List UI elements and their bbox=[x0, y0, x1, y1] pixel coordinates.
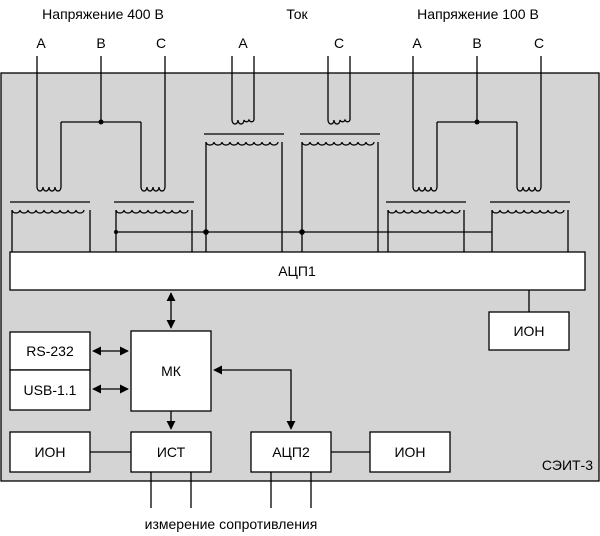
adc2-label: АЦП2 bbox=[272, 444, 310, 460]
ion-mid-label: ИОН bbox=[394, 444, 425, 460]
current-label: Ток bbox=[286, 6, 308, 22]
phase-label-b3: B bbox=[472, 35, 481, 51]
device-name: СЭИТ-3 bbox=[542, 457, 593, 473]
mk-block bbox=[130, 330, 212, 412]
ion-right-label: ИОН bbox=[513, 323, 544, 339]
ist-block bbox=[130, 431, 212, 473]
ion-mid-block bbox=[369, 431, 451, 473]
phase-label-b1: B bbox=[96, 35, 105, 51]
adc1-block bbox=[9, 251, 586, 291]
phase-label-a2: A bbox=[238, 35, 248, 51]
phase-label-a3: A bbox=[412, 35, 422, 51]
rs232-block bbox=[9, 331, 91, 371]
mk-label: МК bbox=[161, 363, 182, 379]
rs232-label: RS-232 bbox=[26, 343, 74, 359]
adc2-block bbox=[250, 431, 332, 473]
connections bbox=[90, 292, 370, 508]
voltage-400-label: Напряжение 400 В bbox=[42, 6, 164, 22]
adc1-label: АЦП1 bbox=[278, 263, 316, 279]
common-bus bbox=[116, 229, 492, 235]
phase-label-c3: C bbox=[534, 35, 544, 51]
ion-right-block bbox=[488, 311, 570, 351]
phase-label-a1: A bbox=[36, 35, 46, 51]
phase-label-c1: C bbox=[156, 35, 166, 51]
ion-left-label: ИОН bbox=[34, 444, 65, 460]
phase-label-c2: C bbox=[334, 35, 344, 51]
usb-block bbox=[9, 369, 91, 411]
resistance-label: измерение сопротивления bbox=[145, 516, 318, 532]
voltage-400-wiring bbox=[10, 56, 194, 252]
usb-label: USB-1.1 bbox=[24, 382, 77, 398]
ion-left-block bbox=[9, 431, 91, 473]
ist-label: ИСТ bbox=[157, 444, 186, 460]
voltage-100-wiring bbox=[386, 56, 570, 252]
voltage-100-label: Напряжение 100 В bbox=[417, 6, 539, 22]
